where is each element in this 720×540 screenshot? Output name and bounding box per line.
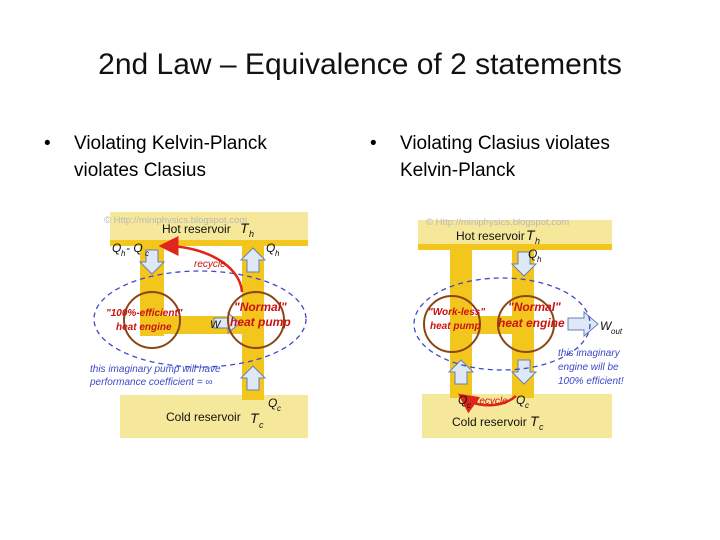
cold-reservoir bbox=[422, 394, 612, 438]
cold-temp-sub: c bbox=[539, 422, 544, 432]
heat-flow-label: Q bbox=[268, 396, 277, 410]
work-sub: out bbox=[611, 327, 623, 336]
note-text: this imaginary pump will have bbox=[90, 364, 221, 375]
heat-flow-label: Q bbox=[112, 241, 121, 255]
hot-reservoir bbox=[418, 220, 612, 246]
heat-flow-sub: c bbox=[277, 404, 281, 413]
heat-flow-label: Q bbox=[266, 241, 275, 255]
hot-temp-symbol: T bbox=[240, 220, 250, 236]
recycle-label: recycle bbox=[476, 396, 508, 407]
cold-reservoir-label: Cold reservoir bbox=[166, 410, 241, 424]
work-out-arrow-icon bbox=[567, 310, 599, 338]
pump-label: heat pump bbox=[430, 321, 481, 332]
recycle-arrow bbox=[457, 393, 517, 414]
heat-flow-label: Q bbox=[516, 393, 525, 407]
cold-reservoir bbox=[120, 395, 308, 438]
clasius-violation-diagram: © Http://miniphysics.blogspot.com Hot re… bbox=[413, 217, 624, 438]
work-label: W bbox=[210, 319, 222, 331]
pipe bbox=[110, 240, 308, 246]
cold-temp-symbol: T bbox=[530, 413, 540, 429]
hot-reservoir-label: Hot reservoir bbox=[456, 229, 525, 243]
cold-temp-symbol: T bbox=[250, 410, 260, 426]
bullet-line: violates Clasius bbox=[74, 160, 206, 181]
hot-reservoir bbox=[110, 212, 308, 242]
note-text: engine will be bbox=[558, 362, 619, 373]
note-text: this imaginary bbox=[558, 348, 621, 359]
hot-reservoir-label: Hot reservoir bbox=[162, 222, 231, 236]
engine-label: "100%-efficient" bbox=[106, 308, 183, 319]
engine-label: heat engine bbox=[498, 316, 565, 330]
pump-label: "Work-less" bbox=[428, 307, 485, 318]
recycle-arrow bbox=[158, 236, 244, 293]
bullet-marker: • bbox=[370, 133, 377, 154]
system-boundary bbox=[413, 277, 591, 371]
engine-label: heat engine bbox=[116, 322, 172, 333]
pump-label: heat pump bbox=[230, 315, 291, 329]
heat-flow-sub: c bbox=[467, 401, 471, 410]
down-arrow-icon bbox=[510, 359, 538, 385]
heat-flow-label: Q bbox=[458, 393, 467, 407]
work-label: W bbox=[600, 319, 613, 333]
pump-ring bbox=[423, 295, 481, 353]
up-arrow-icon bbox=[239, 247, 267, 273]
heat-flow-sub: c bbox=[525, 401, 529, 410]
watermark: © Http://miniphysics.blogspot.com bbox=[426, 217, 569, 228]
bullet-line: Kelvin-Planck bbox=[400, 160, 516, 181]
hot-temp-sub: h bbox=[535, 236, 540, 246]
up-arrow-icon bbox=[447, 359, 475, 385]
heat-flow-sub: h bbox=[537, 255, 542, 264]
up-arrow-icon bbox=[239, 365, 267, 391]
heat-flow-sub: c bbox=[145, 249, 149, 258]
cold-temp-sub: c bbox=[259, 420, 264, 430]
heat-flow-label: Q bbox=[528, 247, 537, 261]
slide-title: 2nd Law – Equivalence of 2 statements bbox=[98, 48, 622, 81]
system-boundary bbox=[93, 270, 307, 368]
down-arrow-icon bbox=[510, 251, 538, 277]
heat-flow-sub: h bbox=[275, 249, 280, 258]
heat-flow-sub: h bbox=[121, 249, 126, 258]
pipe bbox=[450, 316, 534, 334]
watermark: © Http://miniphysics.blogspot.com bbox=[104, 215, 247, 226]
note-text: 100% efficient! bbox=[558, 376, 624, 387]
note-text: performance coefficient = ∞ bbox=[89, 377, 212, 388]
engine-label: "Normal" bbox=[508, 300, 561, 314]
engine-ring bbox=[123, 291, 181, 349]
bullet-line: Violating Clasius violates bbox=[400, 133, 610, 154]
down-arrow-icon bbox=[138, 249, 166, 275]
cold-reservoir-label: Cold reservoir bbox=[452, 415, 527, 429]
hot-temp-sub: h bbox=[249, 229, 254, 239]
pump-ring bbox=[227, 291, 285, 349]
heat-flow-label: - Q bbox=[126, 241, 143, 255]
hot-temp-symbol: T bbox=[526, 227, 536, 243]
engine-ring bbox=[497, 295, 555, 353]
pump-label: "Normal" bbox=[234, 300, 287, 314]
bullet-marker: • bbox=[44, 133, 51, 154]
kelvin-planck-violation-diagram: © Http://miniphysics.blogspot.com Hot re… bbox=[89, 212, 308, 438]
bullet-line: Violating Kelvin-Planck bbox=[74, 133, 267, 154]
recycle-label: recycle bbox=[194, 259, 226, 270]
